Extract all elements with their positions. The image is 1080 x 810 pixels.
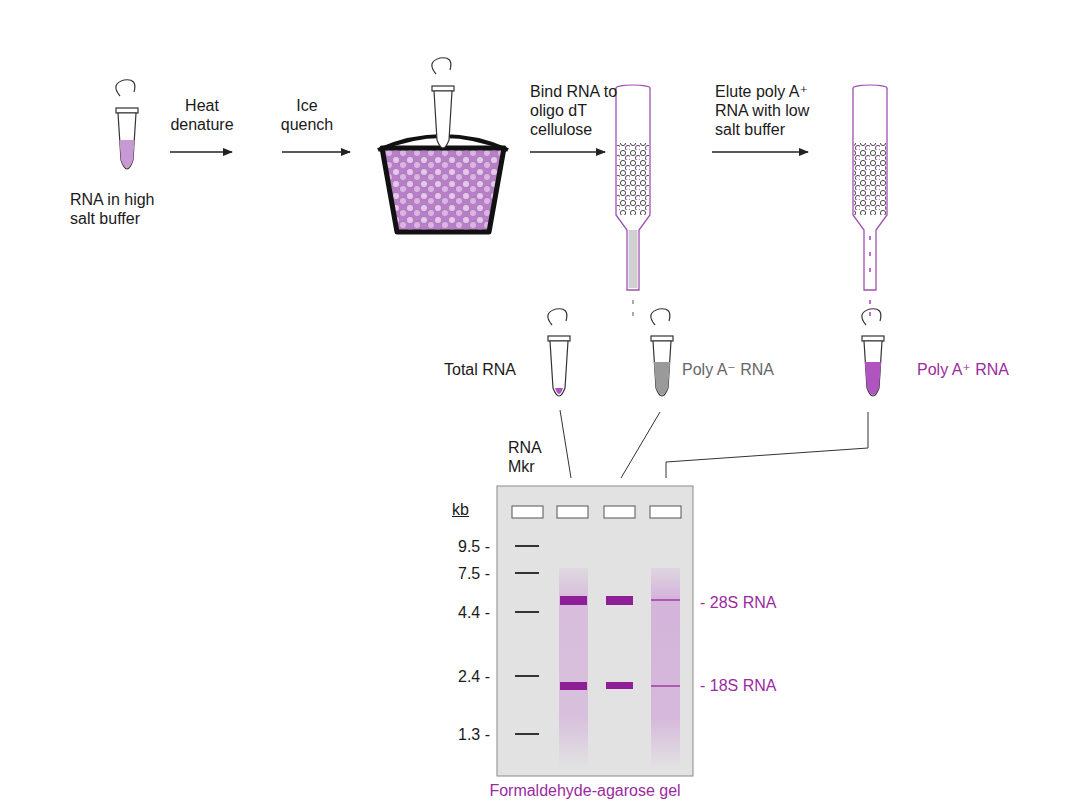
drawing-stroke: [629, 230, 638, 288]
drawing-stroke: [650, 506, 681, 518]
tube: [651, 309, 673, 396]
drawing-stroke: [869, 236, 871, 240]
step-label: RNA in high salt buffer: [70, 190, 182, 228]
drawing-stroke: [606, 596, 633, 605]
tube: [116, 80, 138, 169]
drawing-stroke: [632, 312, 634, 316]
drawing-stroke: [869, 300, 871, 304]
drawing-stroke: [560, 596, 587, 605]
ice-bucket: [378, 58, 508, 232]
drawing-stroke: [432, 58, 451, 74]
drawing-stroke: [617, 143, 649, 215]
drawing-stroke: [712, 151, 808, 152]
drawing-stroke: [116, 80, 135, 96]
drawing-stroke: [548, 309, 567, 325]
drawing-stroke: [862, 309, 881, 325]
drawing-stroke: [666, 412, 868, 478]
lane-label: RNA Mkr: [508, 438, 550, 476]
axis-unit: kb: [452, 500, 482, 519]
size-marker: 7.5 -: [436, 564, 490, 583]
drawing-stroke: [651, 568, 680, 768]
drawing-stroke: [512, 506, 543, 518]
drawing-stroke: [120, 140, 135, 168]
fraction-label: Poly A⁻ RNA: [682, 360, 802, 379]
drawing-stroke: [869, 252, 871, 256]
step-label: Ice quench: [272, 96, 342, 134]
drawing-stroke: [866, 230, 875, 288]
size-marker: 4.4 -: [436, 603, 490, 622]
drawing-stroke: [282, 151, 350, 152]
drawing-stroke: [651, 336, 673, 341]
drawing-stroke: [654, 362, 670, 395]
drawing-stroke: [555, 388, 563, 394]
drawing-stroke: [382, 148, 504, 232]
drawing-stroke: [869, 268, 871, 272]
drawing-stroke: [118, 113, 136, 169]
drawing-stroke: [651, 599, 680, 600]
drawing-stroke: [651, 309, 670, 325]
fraction-label: Poly A⁺ RNA: [917, 360, 1037, 379]
drawing-stroke: [550, 341, 568, 396]
size-marker: 2.4 -: [436, 667, 490, 686]
drawing-stroke: [632, 300, 634, 304]
size-marker: 1.3 -: [436, 725, 490, 744]
drawing-stroke: [869, 312, 871, 316]
gel-caption: Formaldehyde-agarose gel: [440, 781, 730, 800]
drawing-stroke: [515, 733, 539, 735]
band-label: - 18S RNA: [700, 676, 810, 695]
drawing-stroke: [432, 86, 454, 91]
drawing-stroke: [515, 572, 539, 574]
drawing-stroke: [497, 486, 693, 776]
tube: [548, 309, 570, 396]
drawing-stroke: [530, 151, 605, 152]
column: [616, 85, 650, 316]
gel: [497, 486, 693, 776]
drawing-stroke: [862, 336, 884, 341]
drawing-stroke: [864, 341, 882, 396]
drawing-stroke: [854, 143, 886, 215]
step-label: Elute poly A⁺ RNA with low salt buffer: [715, 82, 833, 139]
drawing-stroke: [653, 341, 671, 396]
drawing-stroke: [616, 88, 650, 290]
drawing-stroke: [853, 88, 887, 290]
drawing-stroke: [434, 91, 452, 148]
drawing-stroke: [559, 568, 588, 768]
drawing-stroke: [621, 412, 660, 478]
drawing-stroke: [865, 362, 881, 395]
drawing-stroke: [560, 410, 571, 478]
step-label: Bind RNA to oligo dT cellulose: [530, 82, 626, 139]
drawing-stroke: [606, 682, 633, 689]
drawing-stroke: [170, 151, 232, 152]
step-label: Heat denature: [160, 96, 244, 134]
drawing-stroke: [651, 685, 680, 686]
size-marker: 9.5 -: [436, 537, 490, 556]
drawing-stroke: [548, 336, 570, 341]
band-label: - 28S RNA: [700, 593, 810, 612]
fraction-label: Total RNA: [444, 360, 540, 379]
drawing-stroke: [604, 506, 635, 518]
drawing-stroke: [515, 675, 539, 677]
drawing-stroke: [560, 682, 587, 690]
drawing-stroke: [515, 545, 539, 547]
drawing-stroke: [116, 108, 138, 113]
tube: [862, 309, 884, 396]
column: [853, 85, 887, 316]
drawing-stroke: [515, 611, 539, 613]
drawing-stroke: [557, 506, 588, 518]
